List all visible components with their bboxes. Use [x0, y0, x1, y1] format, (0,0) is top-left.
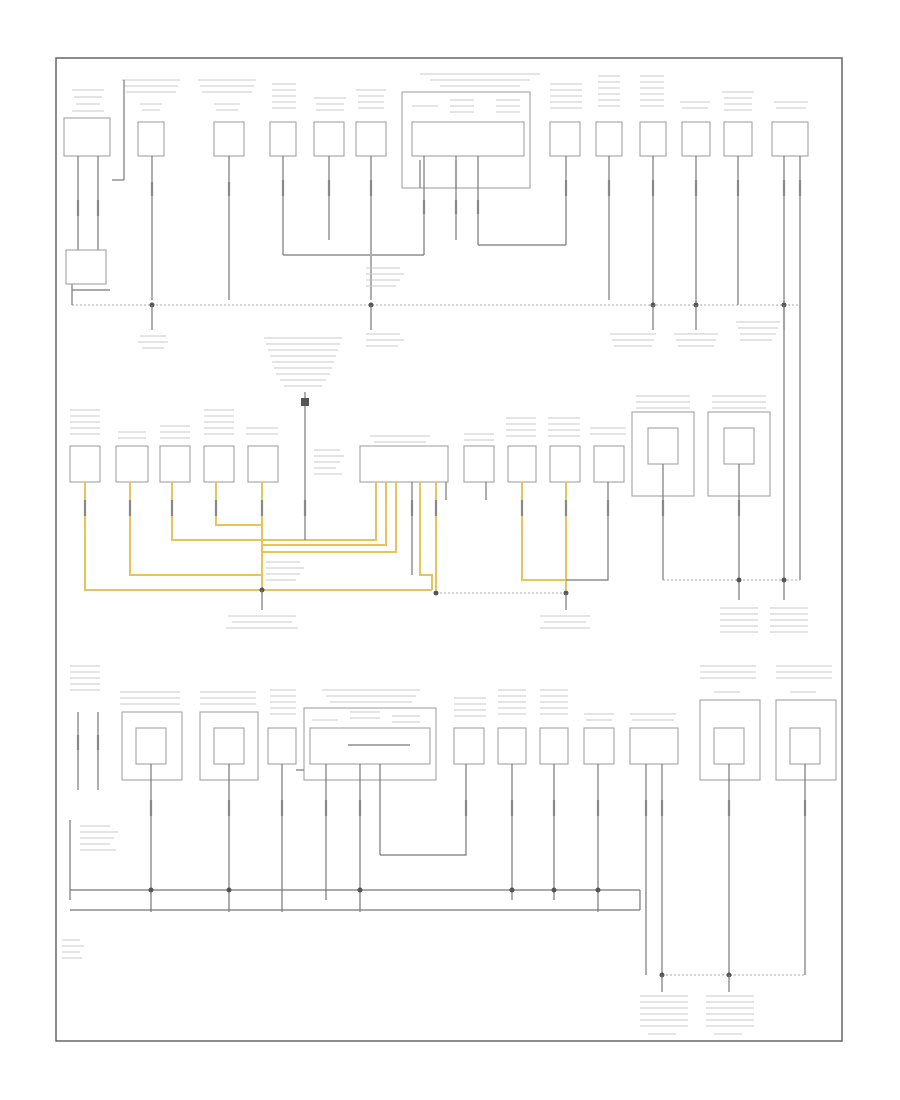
component-box — [69, 445, 101, 483]
component-box — [463, 445, 495, 483]
assembly-outline — [401, 91, 531, 189]
component-box — [355, 121, 387, 157]
ground-point — [148, 887, 154, 893]
component-box — [539, 727, 569, 765]
component-box — [507, 445, 537, 483]
middle-wires — [304, 464, 800, 600]
component-box — [723, 121, 753, 157]
ground-point — [433, 590, 439, 596]
assembly-outline — [303, 707, 437, 781]
component-box — [159, 445, 191, 483]
component-box — [313, 121, 345, 157]
component-box — [213, 121, 245, 157]
top-components — [63, 80, 809, 189]
middle-components — [69, 411, 771, 497]
component-box — [453, 727, 485, 765]
component-box — [309, 727, 431, 765]
bottom-connector-ticks — [76, 735, 807, 816]
component-box — [775, 699, 837, 781]
ground-terminal — [301, 398, 309, 406]
component-box — [137, 121, 165, 157]
top-connector-ticks — [76, 180, 802, 216]
top-ground-nodes — [149, 302, 787, 330]
component-box — [639, 121, 667, 157]
section-middle — [69, 337, 808, 633]
middle-highlight-wires — [84, 482, 609, 591]
ground-point — [736, 577, 742, 583]
component-box — [595, 121, 623, 157]
component-box — [549, 445, 581, 483]
section-bottom — [62, 665, 837, 1035]
top-wires — [65, 156, 801, 580]
diagram-frame — [55, 57, 843, 1042]
component-box — [647, 427, 679, 465]
component-box — [771, 121, 809, 157]
ground-junction-box — [65, 249, 107, 285]
ground-point — [595, 887, 601, 893]
component-box — [115, 445, 149, 483]
component-box — [63, 117, 111, 157]
ground-point — [226, 887, 232, 893]
middle-ground-labels — [226, 561, 808, 633]
component-box — [213, 727, 245, 765]
bottom-components — [121, 699, 837, 781]
middle-ground-nodes — [259, 577, 787, 610]
middle-connector-ticks — [83, 500, 741, 516]
component-box — [583, 727, 615, 765]
component-box — [135, 727, 167, 765]
bottom-wires — [69, 712, 806, 976]
top-ground-labels — [138, 267, 780, 349]
bottom-label-marks — [70, 665, 832, 723]
ground-point — [357, 887, 363, 893]
component-box — [629, 727, 679, 765]
component-box — [267, 727, 297, 765]
component-box — [269, 121, 297, 157]
component-box — [411, 121, 525, 157]
component-box — [203, 445, 235, 483]
section-top — [63, 73, 809, 580]
component-box — [723, 427, 755, 465]
component-box — [549, 121, 581, 157]
ground-point — [781, 577, 787, 583]
component-box — [713, 727, 745, 765]
ground-point — [551, 887, 557, 893]
bottom-ground-nodes — [148, 887, 732, 992]
top-label-marks — [72, 73, 808, 113]
component-box — [497, 727, 527, 765]
component-box — [247, 445, 279, 483]
component-box — [593, 445, 625, 483]
component-box — [681, 121, 711, 157]
ground-point — [509, 887, 515, 893]
component-box — [789, 727, 821, 765]
bottom-ground-labels — [62, 825, 754, 1035]
component-box — [359, 445, 449, 483]
